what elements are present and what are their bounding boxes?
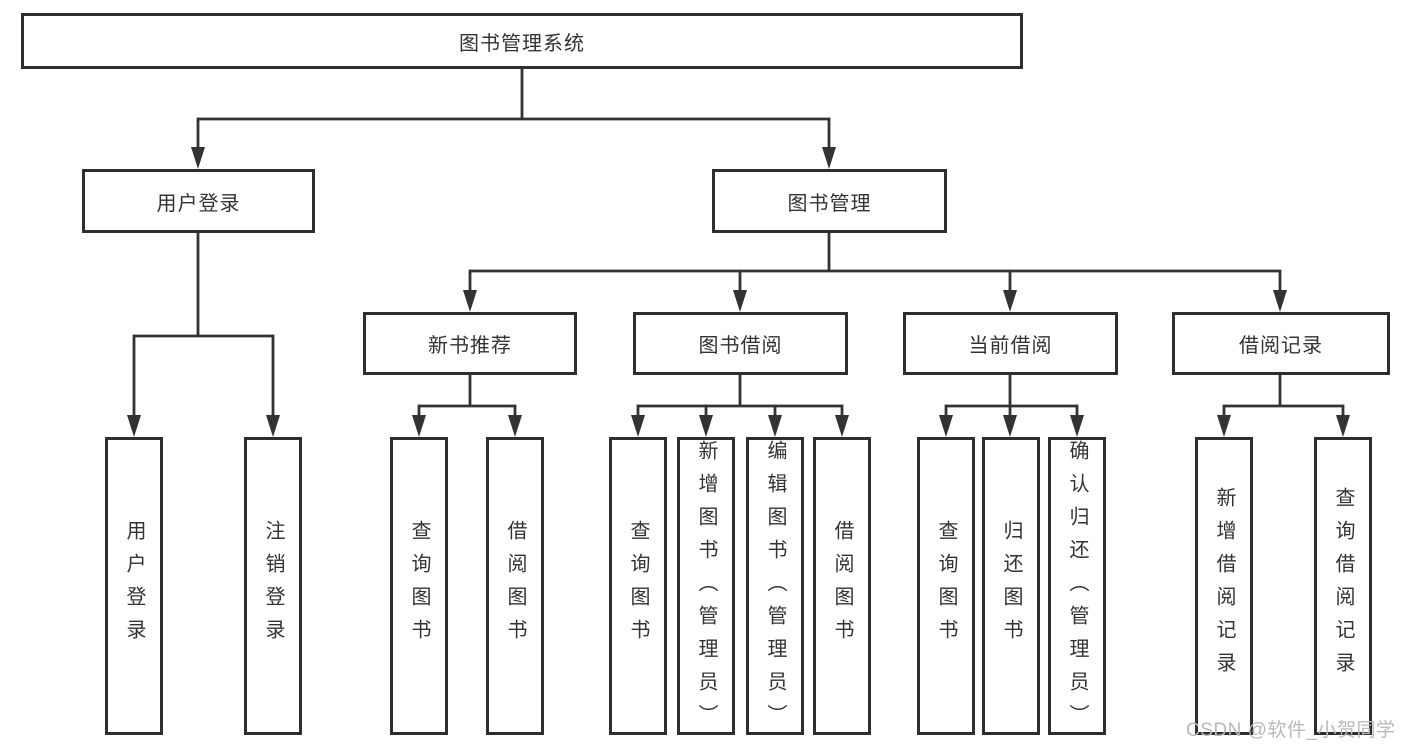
arrow-down-icon — [699, 415, 713, 437]
leaf-add-book-admin-label: 新增图书（管理员） — [695, 440, 717, 737]
arrow-down-icon — [768, 415, 782, 437]
arrow-down-icon — [835, 415, 849, 437]
arrow-down-icon — [1003, 415, 1017, 437]
leaf-user-login-label: 用户登录 — [123, 520, 145, 652]
arrow-down-icon — [191, 147, 205, 169]
arrowheads — [127, 147, 1350, 437]
leaf-query-books-recommend-label: 查询图书 — [408, 520, 430, 652]
leaf-add-book-admin: 新增图书（管理员） — [677, 437, 735, 737]
leaf-borrow-books: 借阅图书 — [813, 437, 871, 735]
leaf-user-login: 用户登录 — [105, 437, 163, 735]
leaf-confirm-return-admin: 确认归还（管理员） — [1048, 437, 1106, 737]
leaf-query-books-borrow-label: 查询图书 — [627, 520, 649, 652]
leaf-query-borrow-record-label: 查询借阅记录 — [1332, 487, 1354, 685]
leaf-logout-label: 注销登录 — [262, 520, 284, 652]
arrow-down-icon — [1070, 415, 1084, 437]
node-current-borrow: 当前借阅 — [903, 312, 1118, 375]
leaf-return-book: 归还图书 — [982, 437, 1040, 735]
csdn-watermark: CSDN @软件_小贺同学 — [1186, 720, 1396, 741]
leaf-borrow-books-label: 借阅图书 — [831, 520, 853, 652]
node-borrow-records: 借阅记录 — [1172, 312, 1390, 375]
leaf-borrow-books-recommend-label: 借阅图书 — [504, 520, 526, 652]
node-book-management: 图书管理 — [712, 169, 947, 233]
node-book-borrow: 图书借阅 — [633, 312, 848, 375]
leaf-query-books-current: 查询图书 — [917, 437, 975, 735]
node-new-book-recommend: 新书推荐 — [363, 312, 577, 375]
arrow-down-icon — [939, 415, 953, 437]
arrow-down-icon — [1003, 290, 1017, 312]
arrow-down-icon — [1336, 415, 1350, 437]
arrow-down-icon — [463, 290, 477, 312]
leaf-query-borrow-record: 查询借阅记录 — [1314, 437, 1372, 735]
arrow-down-icon — [1217, 415, 1231, 437]
leaf-logout: 注销登录 — [244, 437, 302, 735]
arrow-down-icon — [412, 415, 426, 437]
leaf-add-borrow-record: 新增借阅记录 — [1195, 437, 1253, 735]
leaf-add-borrow-record-label: 新增借阅记录 — [1213, 487, 1235, 685]
arrow-down-icon — [127, 415, 141, 437]
leaf-edit-book-admin-label: 编辑图书（管理员） — [764, 440, 786, 737]
leaf-confirm-return-admin-label: 确认归还（管理员） — [1066, 440, 1088, 737]
arrow-down-icon — [266, 415, 280, 437]
leaf-query-books-borrow: 查询图书 — [609, 437, 667, 735]
leaf-query-books-recommend: 查询图书 — [390, 437, 448, 735]
arrow-down-icon — [822, 147, 836, 169]
leaf-borrow-books-recommend: 借阅图书 — [486, 437, 544, 735]
arrow-down-icon — [1273, 290, 1287, 312]
leaf-return-book-label: 归还图书 — [1000, 520, 1022, 652]
arrow-down-icon — [733, 290, 747, 312]
leaf-edit-book-admin: 编辑图书（管理员） — [746, 437, 804, 737]
leaf-query-books-current-label: 查询图书 — [935, 520, 957, 652]
node-user-login: 用户登录 — [82, 169, 315, 233]
node-root: 图书管理系统 — [21, 13, 1023, 69]
arrow-down-icon — [631, 415, 645, 437]
arrow-down-icon — [508, 415, 522, 437]
